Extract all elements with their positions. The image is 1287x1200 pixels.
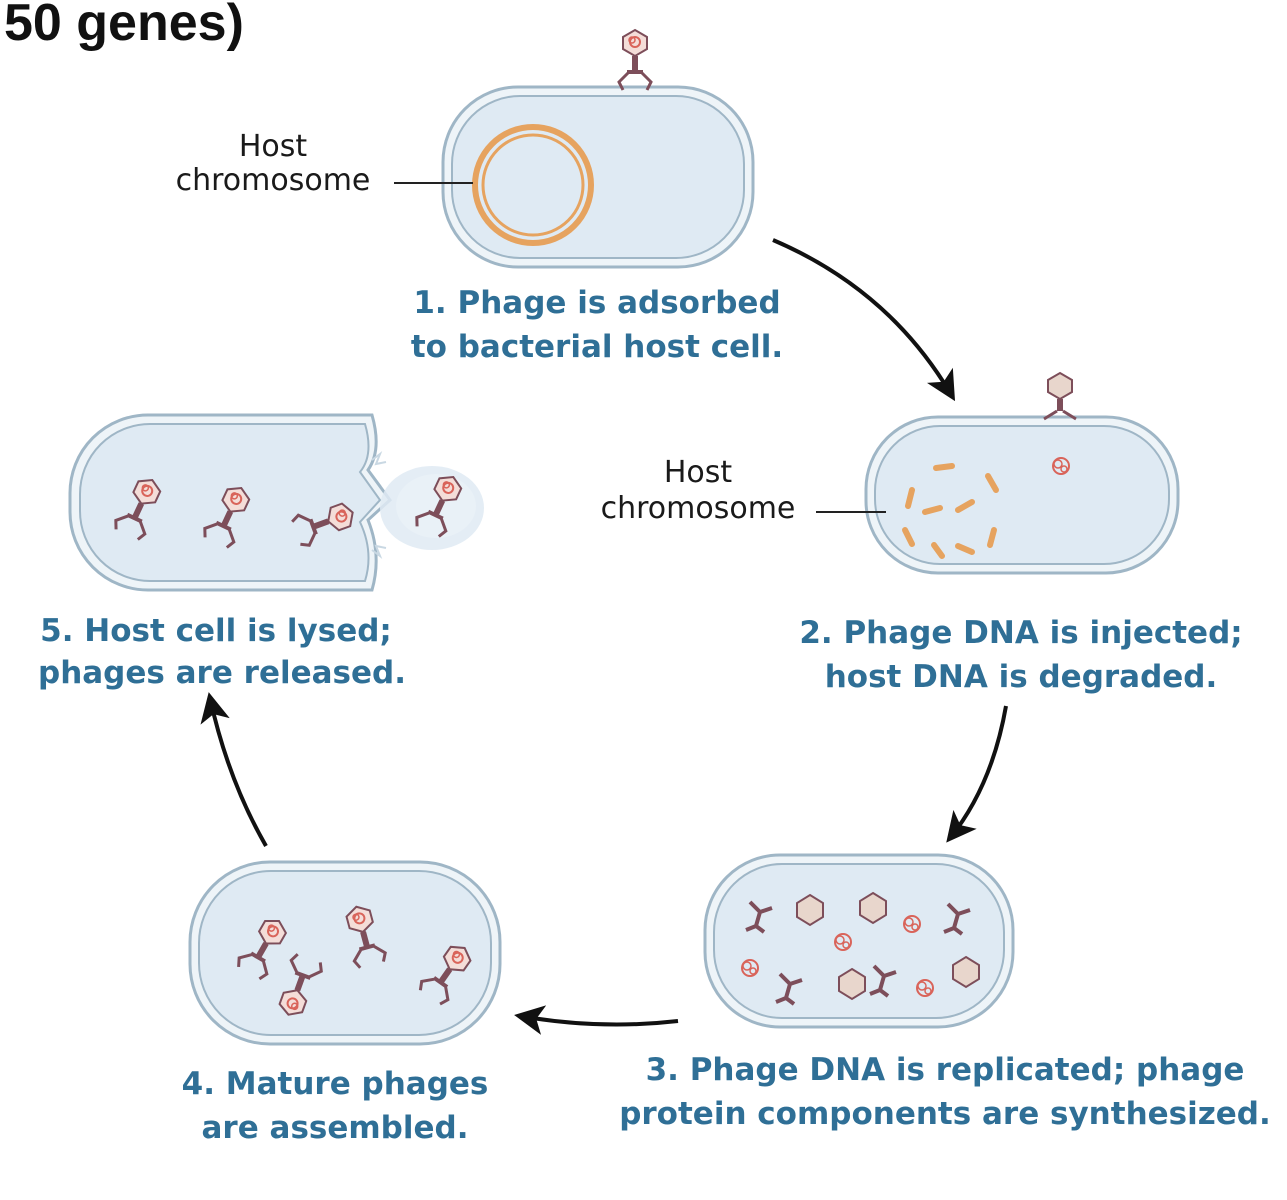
arrow-4-to-5: [200, 692, 268, 847]
step-1-label-line2: to bacterial host cell.: [411, 329, 783, 365]
host-chromosome-label-1-line1: Host: [239, 129, 308, 164]
arrow-3-to-4: [514, 1005, 679, 1035]
step-4-label-line1: 4. Mature phages: [182, 1066, 489, 1102]
step-5-label-line2: phages are released.: [38, 655, 406, 691]
cell-step-1: [441, 28, 755, 269]
phage-attached-icon: [617, 28, 653, 92]
cell-step-2: [864, 371, 1180, 575]
cell-step-4: [188, 860, 502, 1046]
host-chromosome-label-2-line2: chromosome: [601, 491, 796, 526]
step-3-label-line1: 3. Phage DNA is replicated; phage: [646, 1052, 1245, 1088]
step-2-label-line2: host DNA is degraded.: [825, 659, 1218, 695]
host-chromosome-label-1-line2: chromosome: [176, 163, 371, 198]
arrow-1-to-2: [772, 238, 956, 402]
cell-step-3: [703, 853, 1015, 1029]
cell-step-5: [68, 413, 484, 592]
phage-empty-capsid-icon: [1043, 371, 1077, 421]
step-5-label-line1: 5. Host cell is lysed;: [40, 613, 392, 649]
degraded-host-dna-fragments: [902, 463, 999, 559]
step-3-label-line2: protein components are synthesized.: [619, 1096, 1271, 1132]
arrow-2-to-3: [946, 705, 1008, 843]
lysis-burst: [371, 451, 484, 559]
step-4-label-line2: are assembled.: [202, 1110, 469, 1146]
step-2-label-line1: 2. Phage DNA is injected;: [799, 615, 1242, 651]
host-chromosome-circle: [472, 124, 594, 246]
page-heading: 50 genes): [4, 0, 244, 52]
step-1-label-line1: 1. Phage is adsorbed: [413, 285, 780, 321]
host-chromosome-label-2-line1: Host: [664, 455, 733, 490]
